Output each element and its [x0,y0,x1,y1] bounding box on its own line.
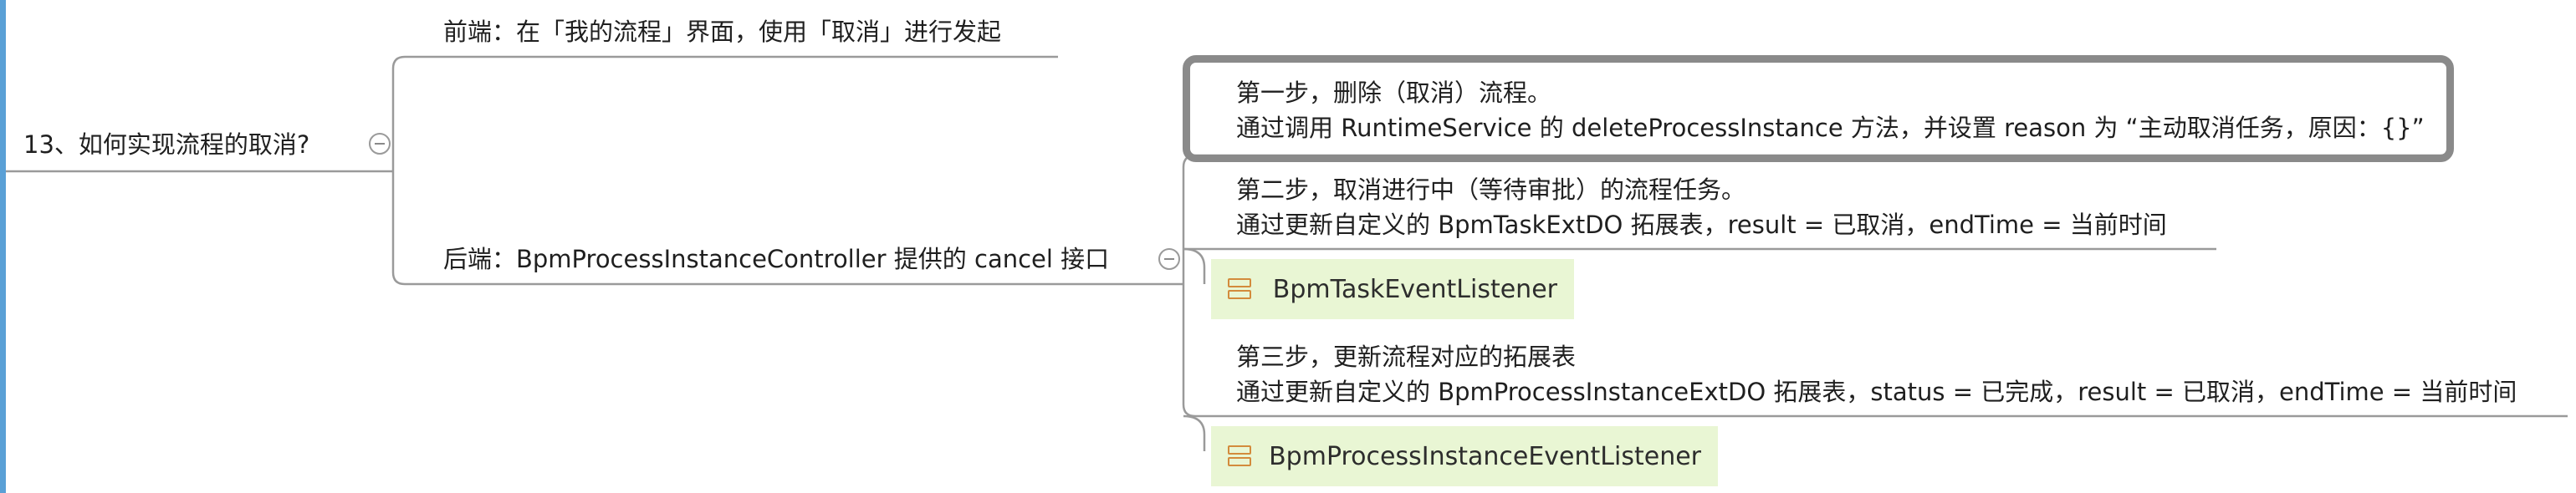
left-accent-bar [0,0,6,493]
frontend-topic[interactable]: 前端：在「我的流程」界面，使用「取消」进行发起 [443,18,1002,46]
tag-label: BpmTaskEventListener [1272,274,1557,304]
tag-label: BpmProcessInstanceEventListener [1269,441,1701,471]
step-3-node[interactable]: 第三步，更新流程对应的拓展表 通过更新自定义的 BpmProcessInstan… [1236,339,2517,409]
backend-topic[interactable]: 后端：BpmProcessInstanceController 提供的 canc… [443,245,1110,273]
listener-icon [1228,277,1251,302]
root-topic[interactable]: 13、如何实现流程的取消? [23,130,310,159]
tag-bpm-process-instance-event-listener[interactable]: BpmProcessInstanceEventListener [1211,426,1718,486]
collapse-root-icon[interactable] [369,133,391,155]
step-2-node[interactable]: 第二步，取消进行中（等待审批）的流程任务。 通过更新自定义的 BpmTaskEx… [1236,172,2167,242]
step-3-title: 第三步，更新流程对应的拓展表 [1236,343,1577,371]
step-1-detail: 通过调用 RuntimeService 的 deleteProcessInsta… [1236,114,2425,142]
tag-bpm-task-event-listener[interactable]: BpmTaskEventListener [1211,259,1574,319]
step-1-title: 第一步，删除（取消）流程。 [1236,79,1552,107]
step-3-detail: 通过更新自定义的 BpmProcessInstanceExtDO 拓展表，sta… [1236,378,2517,406]
selection-highlight [1183,55,2454,162]
step-1-node[interactable]: 第一步，删除（取消）流程。 通过调用 RuntimeService 的 dele… [1236,75,2425,145]
collapse-backend-icon[interactable] [1158,248,1180,270]
step-2-detail: 通过更新自定义的 BpmTaskExtDO 拓展表，result = 已取消，e… [1236,211,2167,239]
listener-icon [1228,444,1251,469]
step-2-title: 第二步，取消进行中（等待审批）的流程任务。 [1236,175,1746,204]
